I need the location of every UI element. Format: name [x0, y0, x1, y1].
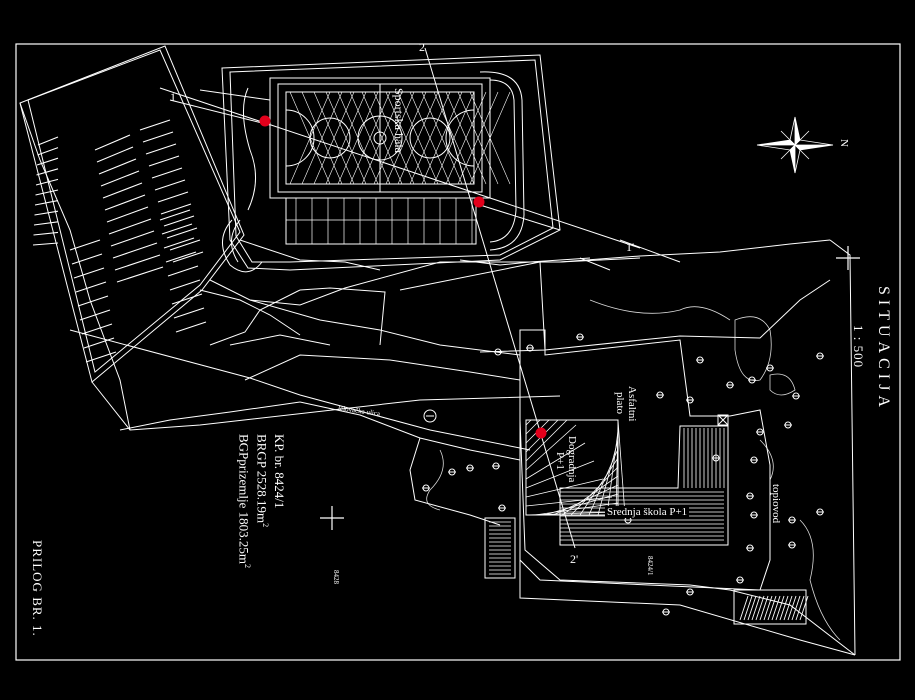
- drawing-scale: 1 : 500: [851, 325, 866, 369]
- bgp-label: BGPprizemlje 1803.25m2: [236, 434, 252, 568]
- marker-addition: [535, 427, 547, 439]
- sports-hall-label: Sportska hala: [392, 88, 406, 153]
- location-markers: [259, 115, 547, 439]
- compass-rose: [756, 116, 834, 174]
- drawing-frame: [15, 43, 901, 661]
- north-label: N: [838, 139, 850, 147]
- bgp-value: BGPprizemlje 1803.25m: [236, 434, 252, 564]
- terrain-contours: [426, 299, 841, 641]
- section-mark-top-2: 2: [419, 40, 425, 54]
- school-label: Srednja škola P+1: [605, 506, 690, 518]
- addition-label-line1: Dogradnja: [566, 436, 578, 483]
- section-mark-top-1: 1: [170, 90, 176, 104]
- marker-sports-hall-east: [473, 196, 485, 208]
- trees: [422, 333, 824, 616]
- sports-hall-complex: [169, 54, 561, 273]
- school-building: [484, 329, 809, 625]
- brgp-value: BRGP 2528.19m: [254, 434, 270, 524]
- road-lines: [19, 102, 856, 656]
- crosshair-marks: [320, 246, 860, 530]
- brgp-superscript: 2: [261, 523, 270, 528]
- asphalt-label-line1: Asfaltni: [626, 386, 638, 422]
- brgp-label: BRGP 2528.19m2: [254, 434, 270, 527]
- parking-lot: [19, 45, 245, 383]
- parcel-number-8428: 8428: [332, 570, 340, 584]
- drawing-title: SITUACIJA: [875, 286, 892, 412]
- asphalt-label-line2: plato: [614, 392, 626, 414]
- section-mark-bottom-2: 2': [570, 552, 579, 566]
- parcel-number-8424-1: 8424/1: [646, 556, 654, 576]
- marker-sports-hall-west: [259, 115, 271, 127]
- annex-label: PRILOG BR. 1.: [30, 540, 45, 637]
- well-symbol: [423, 409, 437, 423]
- addition-label-line2: P+1: [554, 452, 566, 470]
- bgp-superscript: 2: [243, 564, 252, 568]
- section-mark-right-1: 1': [626, 240, 635, 254]
- section-lines: [159, 47, 641, 549]
- podium-label: topiovod: [770, 484, 782, 524]
- parcel-number-label: KP. br. 8424/1: [272, 434, 287, 509]
